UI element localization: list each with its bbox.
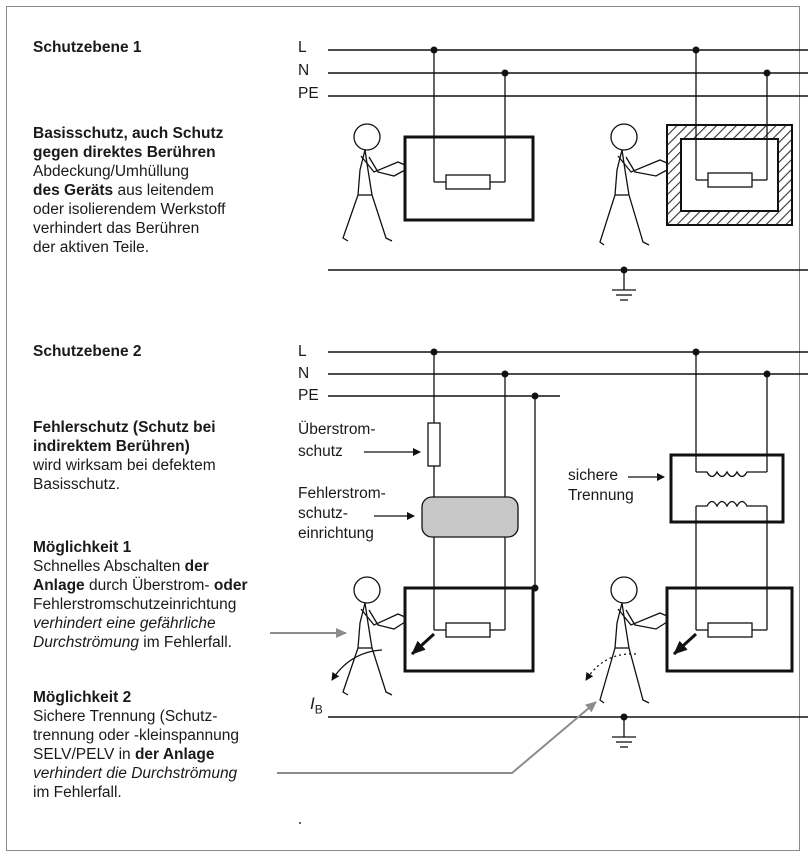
option1-line-1a: Schnelles Abschalten	[33, 558, 185, 575]
overcurrent-label-2: schutz	[298, 443, 343, 460]
isolation-label-2: Trennung	[568, 487, 634, 504]
option1-line-3: Fehlerstromschutzeinrichtung	[33, 596, 237, 613]
level1-title: Schutzebene 1	[33, 39, 142, 56]
conductor-label-pe-bottom: PE	[298, 387, 319, 404]
option1-line-2b: durch Überstrom-	[84, 577, 214, 594]
prevented-current-arrow	[585, 653, 637, 681]
rcd-label-3: einrichtung	[298, 525, 374, 542]
body-current-symbol: IB	[310, 694, 323, 719]
bottom-person-left	[342, 576, 406, 696]
level2-heading-2: indirektem Berühren)	[33, 438, 190, 455]
isolation-label-1: sichere	[568, 467, 618, 484]
top-person-left	[342, 123, 406, 242]
option2-line-5: im Fehlerfall.	[33, 784, 122, 801]
option1-line-4: verhindert eine gefährliche	[33, 615, 216, 632]
option2-line-3: SELV/PELV in der Anlage	[33, 745, 215, 765]
conductor-label-n-top: N	[298, 62, 310, 79]
top-person-right	[599, 123, 668, 246]
option1-line-5: Durchströmung im Fehlerfall.	[33, 633, 232, 653]
option2-title: Möglichkeit 2	[33, 689, 132, 706]
option2-line-4: verhindert die Durchströmung	[33, 765, 238, 782]
option1-line-2c: oder	[213, 577, 248, 594]
rcd-symbol	[421, 496, 519, 538]
option1-title: Möglichkeit 1	[33, 539, 132, 556]
top-conductors	[328, 49, 808, 271]
option1-line-2: Anlage durch Überstrom- oder	[33, 576, 247, 596]
level1-heading-2: gegen direktes Berühren	[33, 144, 216, 161]
body-current-letter: I	[310, 694, 315, 713]
fuse-symbol	[427, 422, 441, 467]
level1-body-3: oder isolierendem Werkstoff	[33, 201, 226, 218]
option1-line-5a: Durchströmung	[33, 634, 139, 651]
level1-body-4: verhindert das Berühren	[33, 220, 200, 237]
conductor-label-l-top: L	[298, 39, 307, 56]
level1-body-1: Abdeckung/Umhüllung	[33, 163, 189, 180]
option1-line-1: Schnelles Abschalten der	[33, 557, 209, 577]
option2-pointer-arrow	[277, 701, 597, 774]
top-device-right-insulated	[666, 46, 793, 226]
option2-line-2: trennung oder -kleinspannung	[33, 727, 239, 744]
bottom-conductors	[328, 351, 808, 718]
conductor-label-pe-top: PE	[298, 85, 319, 102]
option1-line-5b: im Fehlerfall.	[138, 634, 232, 651]
level1-body-2-bold: des Geräts	[33, 182, 114, 199]
conductor-label-n-bottom: N	[298, 365, 310, 382]
option2-line-1: Sichere Trennung (Schutz-	[33, 708, 218, 725]
top-earth-symbol	[612, 266, 636, 301]
level1-heading-1: Basisschutz, auch Schutz	[33, 125, 224, 142]
isolating-transformer	[669, 453, 785, 524]
level2-body-2: Basisschutz.	[33, 476, 121, 493]
bottom-circuit-left	[403, 348, 539, 673]
option2-line-3b: der Anlage	[134, 746, 215, 763]
level2-body-1: wird wirksam bei defektem	[33, 457, 216, 474]
level2-heading-1: Fehlerschutz (Schutz bei	[33, 419, 216, 436]
option1-line-1b: der	[184, 558, 209, 575]
figure-frame	[6, 6, 800, 851]
level1-body-5: der aktiven Teile.	[33, 239, 150, 256]
body-current-subscript: B	[314, 702, 323, 717]
option1-line-2a: Anlage	[33, 577, 85, 594]
conductor-label-l-bottom: L	[298, 343, 307, 360]
rcd-label-1: Fehlerstrom-	[298, 485, 386, 502]
bottom-earth-symbol	[612, 713, 636, 748]
level1-body-2-rest: aus leitendem	[113, 182, 214, 199]
body-current-arrow	[331, 649, 383, 681]
option2-line-3a: SELV/PELV in	[33, 746, 135, 763]
bottom-circuit-right	[665, 348, 794, 673]
overcurrent-label-1: Überstrom-	[298, 421, 376, 438]
level1-body-2: des Geräts aus leitendem	[33, 181, 214, 201]
bottom-person-right	[599, 576, 668, 704]
rcd-label-2: schutz-	[298, 505, 348, 522]
level2-title: Schutzebene 2	[33, 343, 142, 360]
stray-dot	[299, 822, 301, 824]
top-device-left	[403, 46, 535, 222]
